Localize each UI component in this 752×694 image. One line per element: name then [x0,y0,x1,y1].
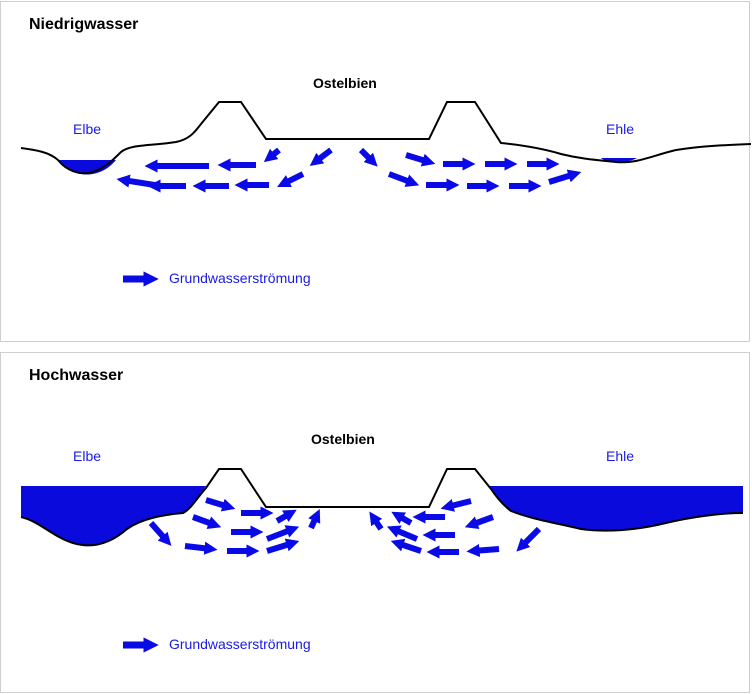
right-river-label: Ehle [606,448,635,464]
high-water-panel: Hochwasser Ostelbien Elbe Ehle [0,352,750,693]
flow-arrow [205,497,236,512]
panel-title: Niedrigwasser [29,16,139,33]
left-river-label: Elbe [73,121,102,137]
center-label: Ostelbien [313,75,377,91]
flow-arrow [191,514,222,529]
right-river-label: Ehle [606,121,635,137]
ground-line [20,101,751,175]
flow-arrow [548,169,582,185]
flow-arrow [390,538,422,554]
low-water-panel: Niedrigwasser Ostelbien Elbe Ehle [0,1,751,342]
legend-label: Grundwasserströmung [169,636,311,652]
groundwater-arrows-left [148,497,321,558]
flow-arrow [466,543,500,558]
flow-arrow [308,509,321,530]
groundwater-arrows-right [358,147,582,193]
flow-arrow [358,147,378,167]
flow-arrow [277,171,305,187]
ground-line [20,468,744,547]
panel-title: Hochwasser [29,367,124,384]
flow-arrow [369,511,384,531]
legend-label: Grundwasserströmung [169,270,311,286]
flow-arrow [275,509,297,524]
high-water-cross-section [20,468,744,653]
flow-arrow [263,147,281,163]
center-label: Ostelbien [311,431,375,447]
flow-arrow [265,525,300,542]
flow-arrow [184,541,218,555]
flow-arrow [405,152,436,167]
flow-arrow [391,511,413,526]
low-water-cross-section [20,101,751,287]
flow-arrow [386,525,419,542]
flow-arrow [309,147,333,166]
flow-arrow [148,521,172,546]
flow-arrow [516,526,542,552]
left-river-label: Elbe [73,448,102,464]
flow-arrow [266,538,300,554]
groundwater-arrows-right [369,498,542,559]
groundwater-arrows-left [116,147,333,193]
flow-arrow [464,514,495,529]
elbe-water [21,486,206,546]
ehle-water [489,486,743,531]
flow-arrow [387,171,420,187]
flow-arrow [440,498,472,512]
